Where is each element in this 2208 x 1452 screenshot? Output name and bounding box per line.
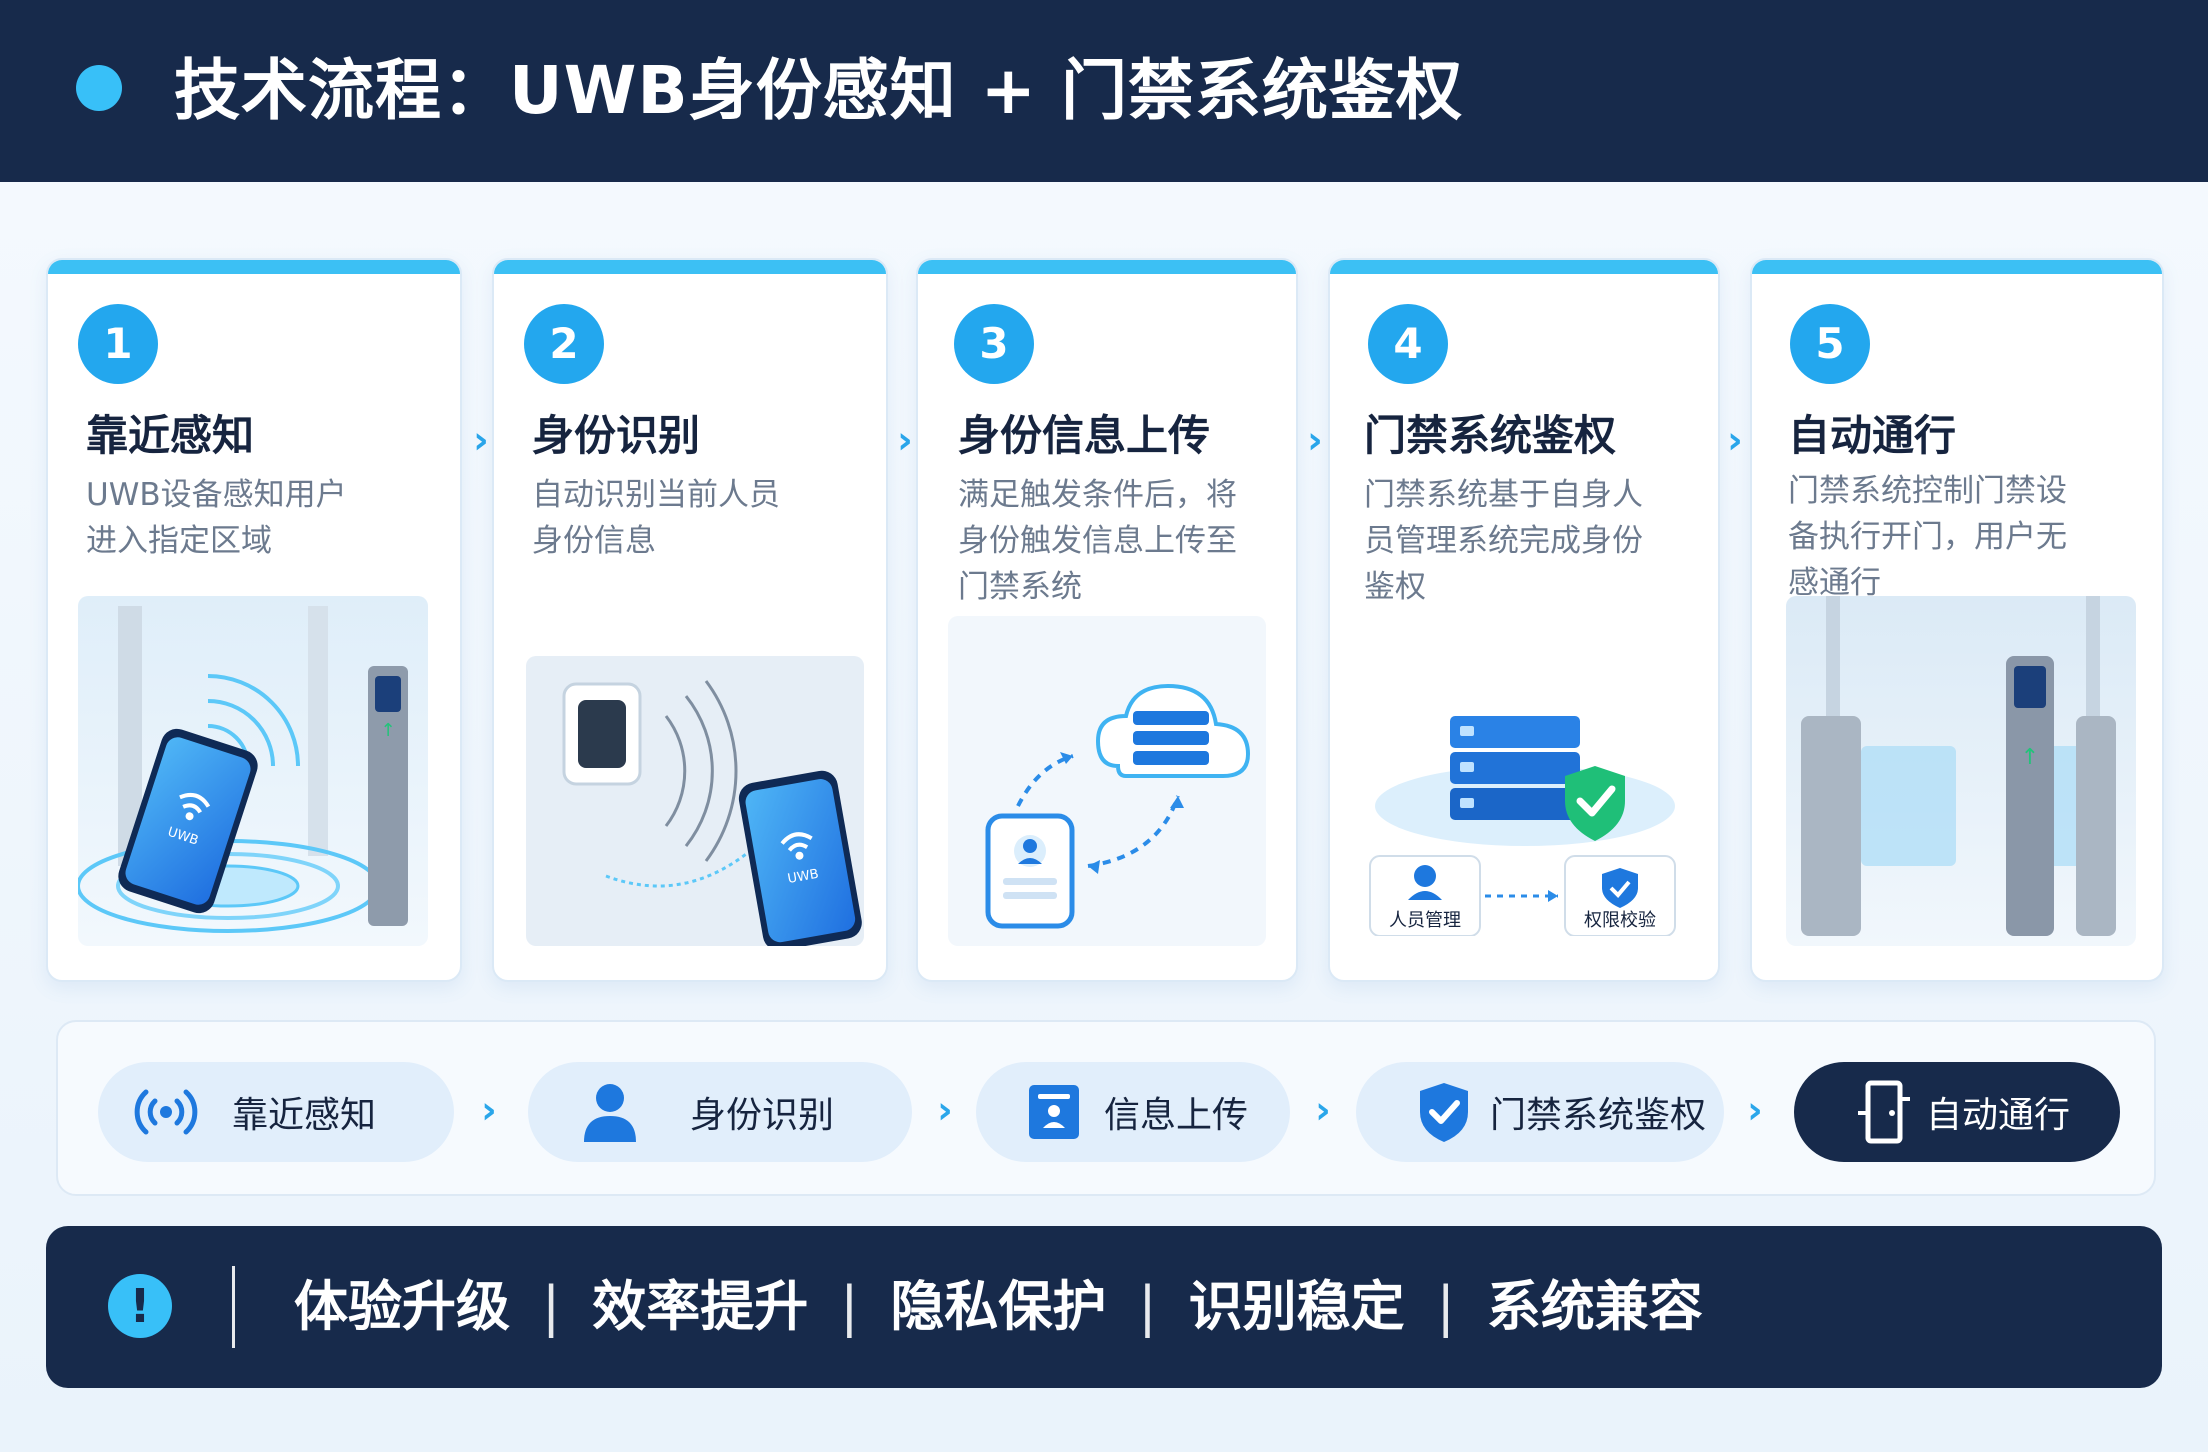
- page-title: 技术流程：UWB身份感知 + 门禁系统鉴权: [174, 52, 1463, 129]
- benefit-item: 识别稳定: [1188, 1275, 1405, 1338]
- benefit-item: 系统兼容: [1486, 1275, 1703, 1338]
- step-description: UWB设备感知用户 进入指定区域: [86, 477, 347, 559]
- card-top-bar: [48, 260, 460, 274]
- step-arrow-icon: ›: [1727, 418, 1743, 462]
- step-number-badge: 5: [1790, 304, 1870, 384]
- step-card-5: 5 自动通行 门禁系统控制门禁设 备执行开门，用户无 感通行 ↑: [1750, 258, 2164, 982]
- flow-step-proximity: 靠近感知: [98, 1062, 454, 1162]
- step-card-2: 2 身份识别 自动识别当前人员 身份信息 UWB: [492, 258, 888, 982]
- step-description: 自动识别当前人员 身份信息: [532, 477, 780, 559]
- svg-text:↑: ↑: [380, 720, 395, 741]
- alert-icon: !: [108, 1274, 172, 1338]
- step-title: 门禁系统鉴权: [1364, 411, 1617, 460]
- title-bullet-icon: [76, 65, 122, 111]
- person-icon: [570, 1072, 650, 1152]
- card-top-bar: [1330, 260, 1718, 274]
- benefit-divider: |: [1138, 1275, 1157, 1338]
- step-number-badge: 4: [1368, 304, 1448, 384]
- card-top-bar: [918, 260, 1296, 274]
- step-number-badge: 3: [954, 304, 1034, 384]
- step-title: 自动通行: [1788, 411, 1957, 460]
- flow-step-label: 身份识别: [690, 1095, 835, 1136]
- flow-step-label: 信息上传: [1104, 1095, 1249, 1136]
- step-arrow-icon: ›: [473, 418, 489, 462]
- benefits-banner: ! 体验升级 | 效率提升 | 隐私保护 | 识别稳定 | 系统兼容: [46, 1226, 2162, 1388]
- step-description: 满足触发条件后，将 身份触发信息上传至 门禁系统: [958, 477, 1237, 605]
- flow-arrow-icon: ›: [1315, 1088, 1331, 1132]
- identity-recognition-illustration: UWB: [526, 656, 864, 951]
- step-arrow-icon: ›: [897, 418, 913, 462]
- proximity-sensing-illustration: ↑ UWB: [76, 596, 428, 950]
- flow-step-auth: 门禁系统鉴权: [1356, 1062, 1724, 1162]
- flow-step-pass: 自动通行: [1794, 1062, 2120, 1162]
- benefit-divider: |: [840, 1275, 859, 1338]
- flow-arrow-icon: ›: [1747, 1088, 1763, 1132]
- svg-text:↑: ↑: [2021, 745, 2039, 770]
- process-flow-bar: 靠近感知 › 身份识别 › 信息上传 ›: [56, 1020, 2156, 1196]
- flow-arrow-icon: ›: [937, 1088, 953, 1132]
- step-description: 门禁系统控制门禁设 备执行开门，用户无 感通行: [1788, 473, 2067, 601]
- flow-step-identity: 身份识别: [528, 1062, 912, 1162]
- card-top-bar: [494, 260, 886, 274]
- shield-check-icon: [1404, 1072, 1484, 1152]
- wireless-signal-icon: [126, 1072, 206, 1152]
- step-card-1: 1 靠近感知 UWB设备感知用户 进入指定区域 ↑: [46, 258, 462, 982]
- benefit-item: 隐私保护: [890, 1275, 1107, 1338]
- svg-text:UWB: UWB: [786, 867, 819, 887]
- svg-text:人员管理: 人员管理: [1389, 910, 1461, 931]
- benefits-list: 体验升级 | 效率提升 | 隐私保护 | 识别稳定 | 系统兼容: [294, 1266, 1703, 1348]
- step-arrow-icon: ›: [1307, 418, 1323, 462]
- benefit-divider: |: [1436, 1275, 1455, 1338]
- step-card-4: 4 门禁系统鉴权 门禁系统基于自身人 员管理系统完成身份 鉴权 人员管理 权限校…: [1328, 258, 1720, 982]
- divider: [232, 1266, 235, 1348]
- flow-step-label: 自动通行: [1926, 1095, 2071, 1136]
- flow-step-upload: 信息上传: [976, 1062, 1290, 1162]
- auto-pass-gate-illustration: ↑: [1786, 596, 2136, 950]
- flow-step-label: 靠近感知: [232, 1095, 377, 1136]
- flow-arrow-icon: ›: [481, 1088, 497, 1132]
- access-auth-illustration: 人员管理 权限校验: [1360, 676, 1690, 940]
- step-number-badge: 2: [524, 304, 604, 384]
- header: 技术流程：UWB身份感知 + 门禁系统鉴权: [0, 0, 2208, 182]
- benefit-item: 体验升级: [294, 1275, 510, 1338]
- step-title: 身份识别: [532, 411, 701, 460]
- step-card-3: 3 身份信息上传 满足触发条件后，将 身份触发信息上传至 门禁系统: [916, 258, 1298, 982]
- benefit-divider: |: [542, 1275, 561, 1338]
- step-title: 身份信息上传: [958, 411, 1211, 460]
- flow-step-label: 门禁系统鉴权: [1490, 1095, 1707, 1136]
- upload-cloud-illustration: [948, 616, 1266, 950]
- card-top-bar: [1752, 260, 2162, 274]
- step-number-badge: 1: [78, 304, 158, 384]
- door-icon: [1844, 1072, 1924, 1152]
- step-title: 靠近感知: [86, 411, 255, 460]
- step-description: 门禁系统基于自身人 员管理系统完成身份 鉴权: [1364, 477, 1643, 605]
- id-card-upload-icon: [1014, 1072, 1094, 1152]
- svg-text:权限校验: 权限校验: [1584, 910, 1656, 931]
- benefit-item: 效率提升: [592, 1275, 809, 1338]
